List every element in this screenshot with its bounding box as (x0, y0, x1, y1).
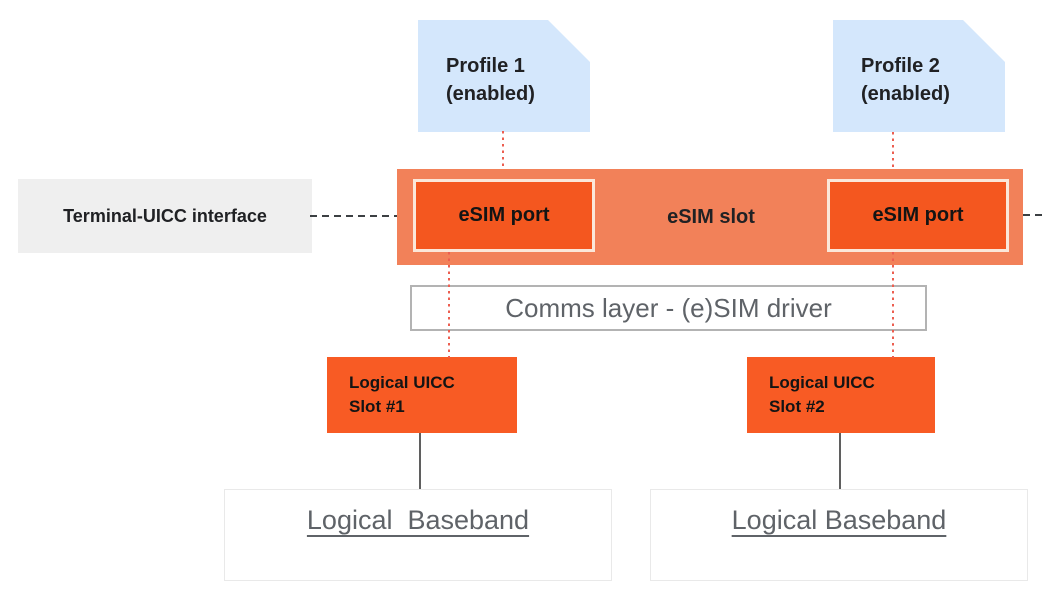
terminal-uicc-interface-text: Terminal-UICC interface (63, 205, 267, 226)
profile1-to-port1-dotted-connector (502, 131, 504, 170)
esim-port-2-label: eSIM port (872, 204, 964, 226)
esim-port-1: eSIM port (413, 179, 595, 252)
logical-baseband-1-box: Logical Baseband (224, 489, 612, 581)
esim-slot-label: eSIM slot (667, 205, 755, 228)
logical-baseband-2-box: Logical Baseband (650, 489, 1028, 581)
logical-baseband-1-label: Logical Baseband (306, 505, 530, 535)
uicc-slot-1-line1: Logical UICC (349, 373, 455, 392)
profile2-to-port2-dotted-connector (892, 132, 894, 170)
comms-layer-box: Comms layer - (e)SIM driver (410, 285, 927, 331)
profile-1-state: (enabled) (446, 83, 535, 105)
esim-port-1-label: eSIM port (458, 204, 550, 226)
profile-2-state: (enabled) (861, 83, 950, 105)
terminal-uicc-interface-label: Terminal-UICC interface (18, 179, 312, 253)
uicc1-to-baseband1-connector (419, 433, 421, 489)
logical-uicc-slot-1-box: Logical UICC Slot #1 (327, 357, 517, 433)
logical-baseband-2-label: Logical Baseband (731, 505, 947, 535)
comms-layer-label: Comms layer - (e)SIM driver (505, 292, 832, 323)
port2-to-uicc-slot2-dotted-connector (892, 252, 894, 358)
profile-2-card: Profile 2 (enabled) (833, 20, 1005, 132)
logical-uicc-slot-2-box: Logical UICC Slot #2 (747, 357, 935, 433)
esim-port-2: eSIM port (827, 179, 1009, 252)
profile-1-title: Profile 1 (446, 55, 525, 77)
slot-right-dashed-connector-stub (1023, 214, 1045, 216)
terminal-to-slot-dashed-connector (310, 215, 397, 217)
port1-to-uicc-slot1-dotted-connector (448, 252, 450, 358)
profile-2-title: Profile 2 (861, 55, 940, 77)
uicc-slot-2-line1: Logical UICC (769, 373, 875, 392)
uicc2-to-baseband2-connector (839, 433, 841, 489)
profile-1-card: Profile 1 (enabled) (418, 20, 590, 132)
uicc-slot-1-line2: Slot #1 (349, 397, 405, 416)
uicc-slot-2-line2: Slot #2 (769, 397, 825, 416)
